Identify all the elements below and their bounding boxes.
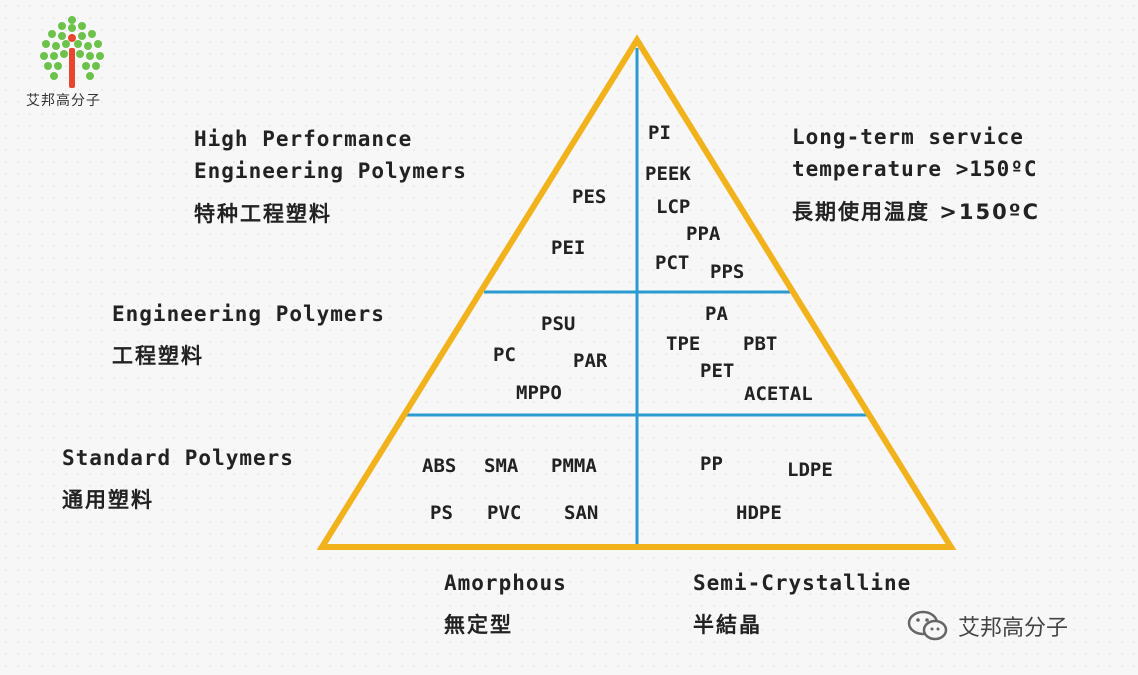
logo-text: 艾邦高分子 <box>26 93 101 109</box>
temperature-label-1: Long-term service <box>792 125 1024 149</box>
amorphous-label-zh: 無定型 <box>444 613 513 637</box>
polymer-label: PPA <box>686 223 721 245</box>
polymer-label: LDPE <box>787 459 833 481</box>
amorphous-label: Amorphous <box>444 571 567 595</box>
polymer-label: PMMA <box>551 455 597 477</box>
polymer-label: PET <box>700 360 735 382</box>
polymer-label: PEI <box>551 237 586 259</box>
brand-logo <box>24 14 134 114</box>
polymer-label: ABS <box>422 455 457 477</box>
polymer-label: PA <box>705 303 728 325</box>
temperature-label-2: temperature >150ºC <box>792 157 1038 181</box>
wechat-icon <box>907 610 948 641</box>
polymer-label: HDPE <box>736 502 782 524</box>
pyramid-outline <box>316 34 957 550</box>
polymer-label: TPE <box>666 333 701 355</box>
high-performance-label-1: High Performance <box>194 127 413 151</box>
tree-logo-icon <box>40 16 104 88</box>
polymer-label: SAN <box>564 502 599 524</box>
watermark-text: 艾邦高分子 <box>958 616 1069 641</box>
polymer-label: PS <box>430 502 453 524</box>
polymer-label: PSU <box>541 313 576 335</box>
polymer-label: PES <box>572 186 607 208</box>
engineering-label-zh: 工程塑料 <box>112 344 204 368</box>
polymer-label: SMA <box>484 455 519 477</box>
high-performance-label-zh: 特种工程塑料 <box>194 202 332 226</box>
polymer-label: PC <box>493 344 516 366</box>
engineering-label: Engineering Polymers <box>112 302 385 326</box>
polymer-label: PI <box>648 122 671 144</box>
standard-label: Standard Polymers <box>62 446 294 470</box>
polymer-label: PP <box>700 453 723 475</box>
watermark: 艾邦高分子 <box>906 608 1068 644</box>
high-performance-label-2: Engineering Polymers <box>194 159 467 183</box>
standard-label-zh: 通用塑料 <box>62 488 154 512</box>
semicrystalline-label: Semi-Crystalline <box>693 571 912 595</box>
polymer-label: PPS <box>710 261 745 283</box>
polymer-label: PBT <box>743 333 778 355</box>
polymer-label: PEEK <box>645 163 691 185</box>
polymer-label: PCT <box>655 252 690 274</box>
polymer-label: PVC <box>487 502 522 524</box>
temperature-label-zh: 長期使用温度 >150ºC <box>792 200 1040 224</box>
semicrystalline-label-zh: 半結晶 <box>693 613 762 637</box>
polymer-label: PAR <box>573 350 608 372</box>
polymer-label: ACETAL <box>744 383 813 405</box>
polymer-label: MPPO <box>516 382 562 404</box>
polymer-label: LCP <box>656 196 691 218</box>
